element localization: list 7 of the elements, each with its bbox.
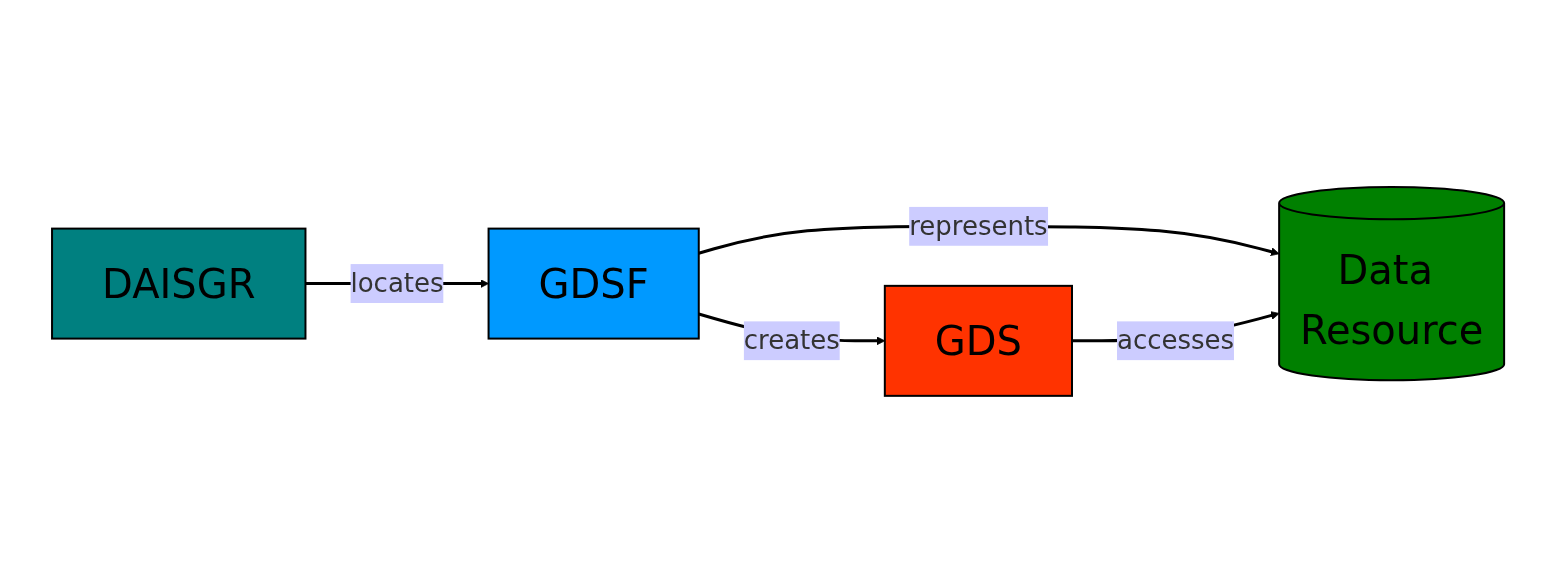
edge-label: creates [744, 324, 841, 355]
edge-label: locates [350, 267, 444, 298]
edge-label: represents [909, 210, 1049, 241]
edge-label: accesses [1117, 324, 1235, 355]
node-box: GDS [884, 284, 1074, 397]
node-box: DAISGR [51, 227, 307, 340]
node-box: GDSF [487, 227, 701, 340]
